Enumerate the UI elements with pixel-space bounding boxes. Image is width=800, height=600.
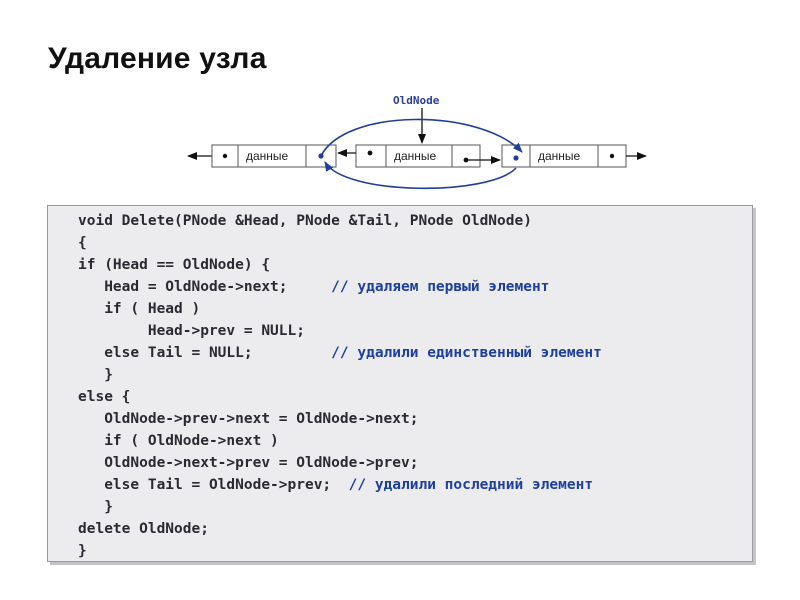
code-statement: OldNode->next->prev = OldNode->prev; — [78, 455, 419, 471]
list-node-1: данные — [211, 144, 337, 168]
code-line: else Tail = NULL; // удалили единственны… — [78, 342, 752, 364]
new-prev-bypass-arrow — [324, 161, 517, 190]
code-line: void Delete(PNode &Head, PNode &Tail, PN… — [78, 210, 752, 232]
code-statement: else { — [78, 389, 131, 405]
code-statement: delete OldNode; — [78, 521, 209, 537]
code-line: if ( Head ) — [78, 298, 752, 320]
oldnode-pointer-label: OldNode — [393, 94, 440, 107]
node-1-data-label: данные — [246, 149, 289, 163]
code-statement: } — [78, 543, 87, 559]
code-line: OldNode->prev->next = OldNode->next; — [78, 408, 752, 430]
code-statement: Head->prev = NULL; — [78, 323, 305, 339]
code-statement: } — [78, 367, 113, 383]
code-statement: if ( Head ) — [78, 301, 201, 317]
code-line: } — [78, 496, 752, 518]
list-node-2-oldnode: данные — [355, 144, 481, 168]
code-comment: // удаляем первый элемент — [331, 279, 550, 295]
code-statement: void Delete(PNode &Head, PNode &Tail, PN… — [78, 213, 532, 229]
code-statement: if (Head == OldNode) { — [78, 257, 271, 273]
code-comment: // удалили единственный элемент — [331, 345, 602, 361]
code-statement: } — [78, 499, 113, 515]
code-statement: else Tail = NULL; — [78, 345, 332, 361]
list-node-3: данные — [501, 144, 627, 168]
code-line: if ( OldNode->next ) — [78, 430, 752, 452]
code-line: { — [78, 232, 752, 254]
code-listing: void Delete(PNode &Head, PNode &Tail, PN… — [47, 205, 753, 562]
code-statement: Head = OldNode->next; — [78, 279, 332, 295]
code-line: else Tail = OldNode->prev; // удалили по… — [78, 474, 752, 496]
code-line: } — [78, 540, 752, 562]
new-next-bypass-arrow — [320, 118, 523, 157]
code-comment: // удалили последний элемент — [348, 477, 594, 493]
code-statement: if ( OldNode->next ) — [78, 433, 279, 449]
code-line: if (Head == OldNode) { — [78, 254, 752, 276]
code-line: else { — [78, 386, 752, 408]
code-line: Head->prev = NULL; — [78, 320, 752, 342]
code-line: delete OldNode; — [78, 518, 752, 540]
node-2-data-label: данные — [394, 149, 437, 163]
code-statement: OldNode->prev->next = OldNode->next; — [78, 411, 419, 427]
linked-list-diagram: OldNode данные данные данные — [187, 94, 647, 190]
code-line: OldNode->next->prev = OldNode->prev; — [78, 452, 752, 474]
node-3-data-label: данные — [538, 149, 581, 163]
code-line: } — [78, 364, 752, 386]
code-statement: else Tail = OldNode->prev; — [78, 477, 349, 493]
slide-title: Удаление узла — [48, 42, 267, 75]
code-line: Head = OldNode->next; // удаляем первый … — [78, 276, 752, 298]
code-statement: { — [78, 235, 87, 251]
